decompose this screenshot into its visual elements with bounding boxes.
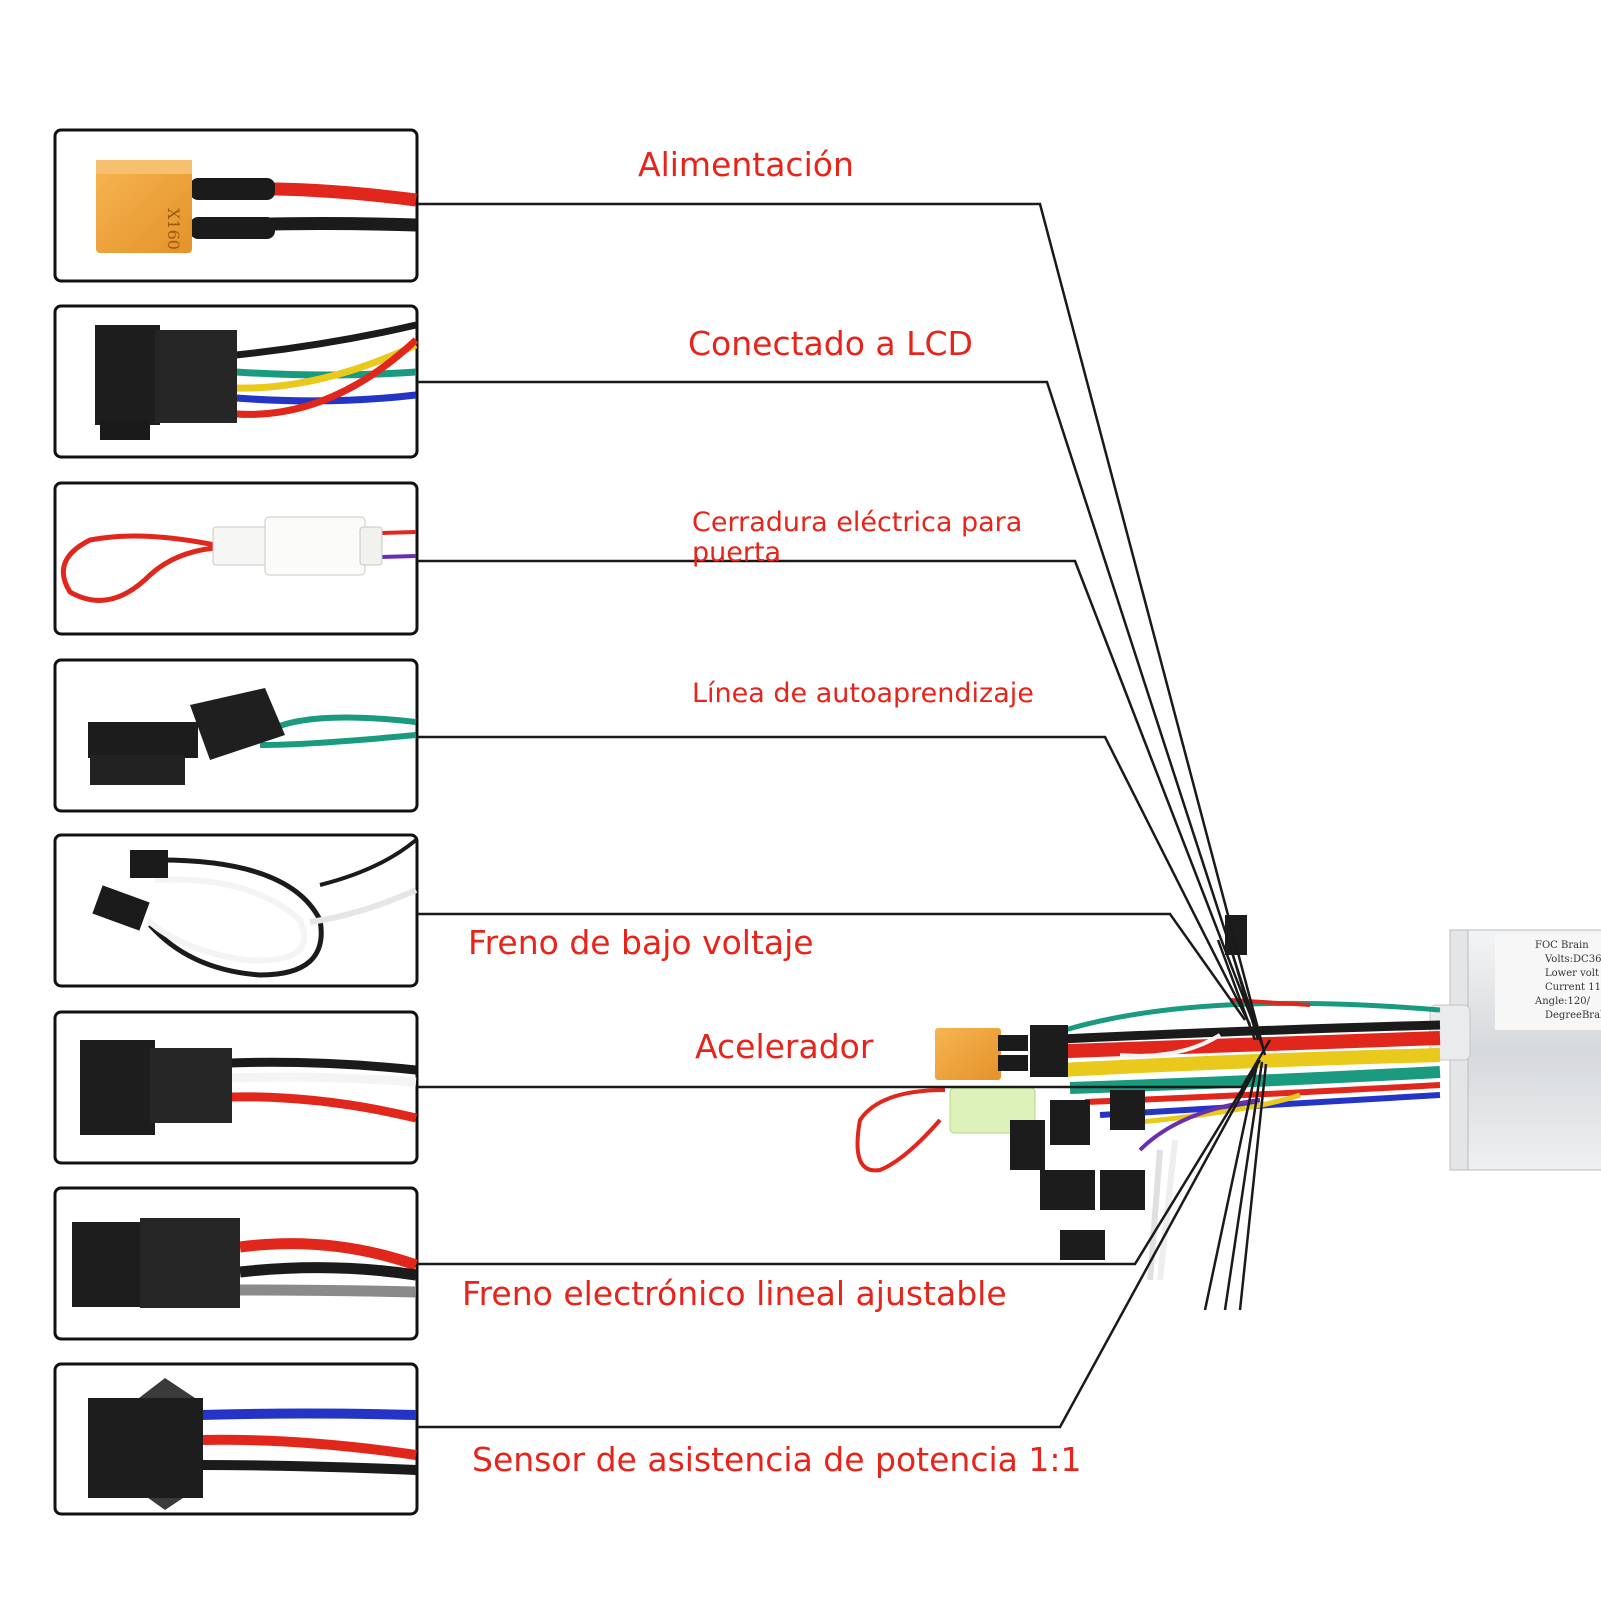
self-learning-connector-icon xyxy=(88,688,285,785)
panel-throttle xyxy=(53,1010,419,1165)
panel-power: X160 xyxy=(53,128,419,283)
svg-text:Volts:DC36V: Volts:DC36V xyxy=(1544,954,1601,965)
label-door-lock: Cerradura eléctrica para puerta xyxy=(692,507,1023,568)
leader-lines xyxy=(417,202,1272,1429)
throttle-connector-icon xyxy=(80,1040,232,1135)
svg-text:Angle:120/: Angle:120/ xyxy=(1534,996,1591,1007)
panel-self-learning xyxy=(53,658,419,813)
wiring-harness xyxy=(855,915,1441,1281)
label-low-voltage-brake: Freno de bajo voltaje xyxy=(468,923,814,962)
leader-lcd xyxy=(417,380,1264,1046)
panel-low-voltage-brake xyxy=(53,833,419,988)
svg-text:DegreeBrake: DegreeBrake xyxy=(1545,1010,1601,1021)
pas-connector-icon xyxy=(88,1378,203,1510)
linear-brake-connector-icon xyxy=(72,1218,240,1308)
svg-text:Lower volt: Lower volt xyxy=(1545,968,1599,979)
xt60-marking: X160 xyxy=(164,208,183,250)
controller-plate-text: FOC Brain Volts:DC36V Lower volt Current… xyxy=(1534,940,1601,1021)
leader-linear-brake xyxy=(417,1059,1262,1266)
panel-linear-brake xyxy=(53,1186,419,1341)
lcd-connector-icon xyxy=(95,325,237,440)
door-lock-connector-icon xyxy=(212,516,383,576)
xt60-connector-icon: X160 xyxy=(96,160,192,253)
panel-pas-sensor xyxy=(53,1362,419,1516)
leader-low-voltage-brake xyxy=(417,912,1247,1021)
label-power: Alimentación xyxy=(638,145,854,184)
panel-lcd xyxy=(53,304,419,459)
harness-xt60-icon xyxy=(935,1028,1001,1080)
controller-unit: FOC Brain Volts:DC36V Lower volt Current… xyxy=(1429,929,1601,1171)
label-self-learning: Línea de autoaprendizaje xyxy=(692,678,1034,709)
label-pas-sensor: Sensor de asistencia de potencia 1:1 xyxy=(472,1440,1082,1479)
leader-door-lock xyxy=(417,559,1260,1036)
label-linear-brake: Freno electrónico lineal ajustable xyxy=(462,1274,1007,1313)
svg-text:FOC Brain: FOC Brain xyxy=(1535,940,1589,951)
leader-pas-sensor xyxy=(417,1069,1257,1429)
brake-plug-icon xyxy=(130,850,168,878)
label-lcd: Conectado a LCD xyxy=(688,324,973,363)
brake-plug-2-icon xyxy=(92,885,150,931)
svg-text:Current 11: Current 11 xyxy=(1545,982,1601,993)
label-throttle: Acelerador xyxy=(695,1027,874,1066)
leader-self-learning xyxy=(417,735,1252,1026)
leader-power xyxy=(417,202,1267,1056)
panel-door-lock xyxy=(53,481,419,636)
